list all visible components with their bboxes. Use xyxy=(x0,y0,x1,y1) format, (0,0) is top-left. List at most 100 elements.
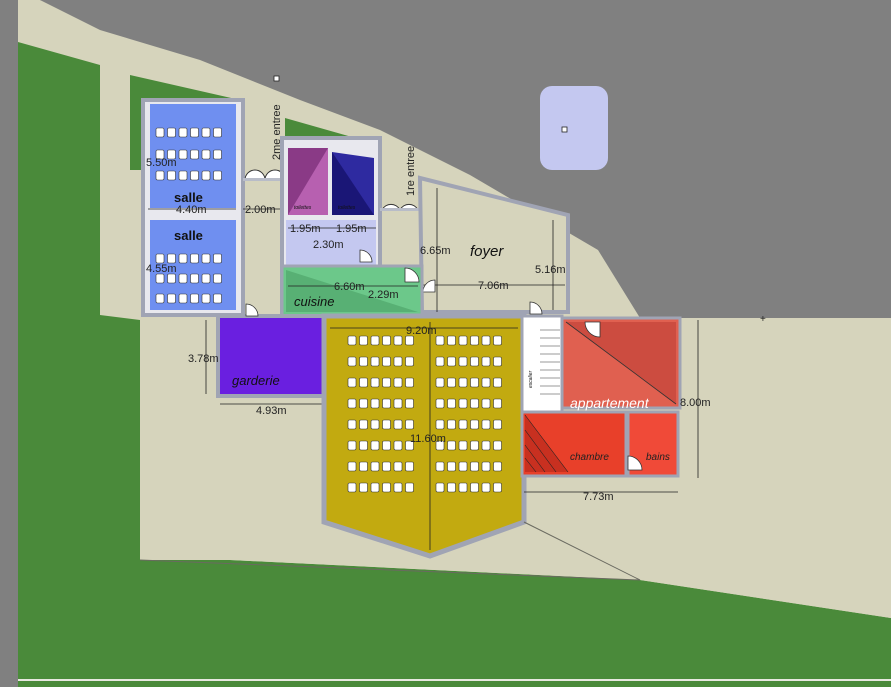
chair-icon xyxy=(458,335,468,346)
chair-icon xyxy=(155,170,165,181)
chair-icon xyxy=(347,440,357,451)
chair-icon xyxy=(155,127,165,138)
wc-left-label: toilettes xyxy=(294,205,312,211)
chair-icon xyxy=(435,398,445,409)
chair-icon xyxy=(347,461,357,472)
chair-icon xyxy=(359,398,368,409)
chair-icon xyxy=(213,293,222,304)
chair-icon xyxy=(370,461,380,472)
chair-icon xyxy=(359,335,368,346)
chair-icon xyxy=(213,127,222,138)
chair-icon xyxy=(190,170,199,181)
entree-1-label: 1re entree xyxy=(405,146,417,196)
chair-icon xyxy=(167,253,176,264)
chair-icon xyxy=(435,440,445,451)
dim-appart-width: 7.73m xyxy=(583,491,614,503)
cuisine-label: cuisine xyxy=(294,294,334,309)
chair-icon xyxy=(382,356,391,367)
appartement-label: appartement xyxy=(570,395,650,411)
chair-icon xyxy=(481,335,491,346)
chair-icon xyxy=(155,293,165,304)
chair-icon xyxy=(458,440,468,451)
chair-icon xyxy=(405,440,414,451)
chair-icon xyxy=(435,377,445,388)
chair-icon xyxy=(370,335,380,346)
chair-icon xyxy=(405,398,414,409)
dim-garderie-depth: 3.78m xyxy=(188,353,219,365)
chair-icon xyxy=(458,398,468,409)
chair-icon xyxy=(359,461,368,472)
chair-icon xyxy=(167,170,176,181)
chair-icon xyxy=(178,273,188,284)
chair-icon xyxy=(359,377,368,388)
stairs: escalier xyxy=(520,314,564,414)
dim-cuisine-width: 6.60m xyxy=(334,281,365,293)
chair-icon xyxy=(178,149,188,160)
chair-icon xyxy=(393,461,403,472)
chair-icon xyxy=(382,482,391,493)
salle-block: salle salle 5.50m 4.40m 4.55m xyxy=(141,98,245,317)
chair-icon xyxy=(447,482,456,493)
chair-icon xyxy=(435,419,445,430)
chair-icon xyxy=(481,356,491,367)
chair-icon xyxy=(481,440,491,451)
chair-icon xyxy=(493,440,502,451)
chair-icon xyxy=(201,253,211,264)
chair-icon xyxy=(190,293,199,304)
grass-left xyxy=(18,42,891,687)
hall-chairs xyxy=(347,335,502,493)
chair-icon xyxy=(167,127,176,138)
cuisine: cuisine 6.60m 2.29m xyxy=(280,264,424,318)
chair-icon xyxy=(405,461,414,472)
stairs-label: escalier xyxy=(528,370,534,388)
chair-icon xyxy=(370,398,380,409)
chair-icon xyxy=(493,482,502,493)
dim-foyer-width: 7.06m xyxy=(478,280,509,292)
salle-2-label: salle xyxy=(174,228,203,243)
chair-icon xyxy=(493,356,502,367)
wc-right-label: toilettes xyxy=(338,205,356,211)
chair-icon xyxy=(178,127,188,138)
chair-icon xyxy=(447,419,456,430)
dim-salle2-depth: 4.55m xyxy=(146,263,177,275)
chair-icon xyxy=(405,335,414,346)
chair-icon xyxy=(347,335,357,346)
chair-icon xyxy=(470,335,479,346)
chair-icon xyxy=(393,377,403,388)
entrance-marker xyxy=(273,75,280,82)
chair-icon xyxy=(458,482,468,493)
main-hall: 9.20m 11.60m xyxy=(321,313,527,559)
chair-icon xyxy=(458,356,468,367)
chair-icon xyxy=(493,335,502,346)
chair-icon xyxy=(201,127,211,138)
chair-icon xyxy=(382,461,391,472)
chair-icon xyxy=(447,377,456,388)
chair-icon xyxy=(470,419,479,430)
salle-1-label: salle xyxy=(174,190,203,205)
chair-icon xyxy=(213,149,222,160)
chair-icon xyxy=(155,253,165,264)
chair-icon xyxy=(447,398,456,409)
chair-icon xyxy=(347,419,357,430)
chair-icon xyxy=(493,461,502,472)
chair-icon xyxy=(213,273,222,284)
dim-wc-left: 1.95m xyxy=(290,223,321,235)
chair-icon xyxy=(370,482,380,493)
dim-salle-depth: 5.50m xyxy=(146,157,177,169)
chair-icon xyxy=(167,273,176,284)
dim-foyer-depth: 6.65m xyxy=(420,245,451,257)
dim-foyer-right: 5.16m xyxy=(535,264,566,276)
chair-icon xyxy=(493,377,502,388)
chair-icon xyxy=(167,149,176,160)
chair-icon xyxy=(435,461,445,472)
chair-icon xyxy=(470,398,479,409)
dim-hall-depth: 11.60m xyxy=(410,433,446,445)
chair-icon xyxy=(382,398,391,409)
chair-icon xyxy=(347,356,357,367)
chair-icon xyxy=(470,356,479,367)
chair-icon xyxy=(458,377,468,388)
chair-icon xyxy=(201,293,211,304)
chair-icon xyxy=(393,419,403,430)
chair-icon xyxy=(393,482,403,493)
